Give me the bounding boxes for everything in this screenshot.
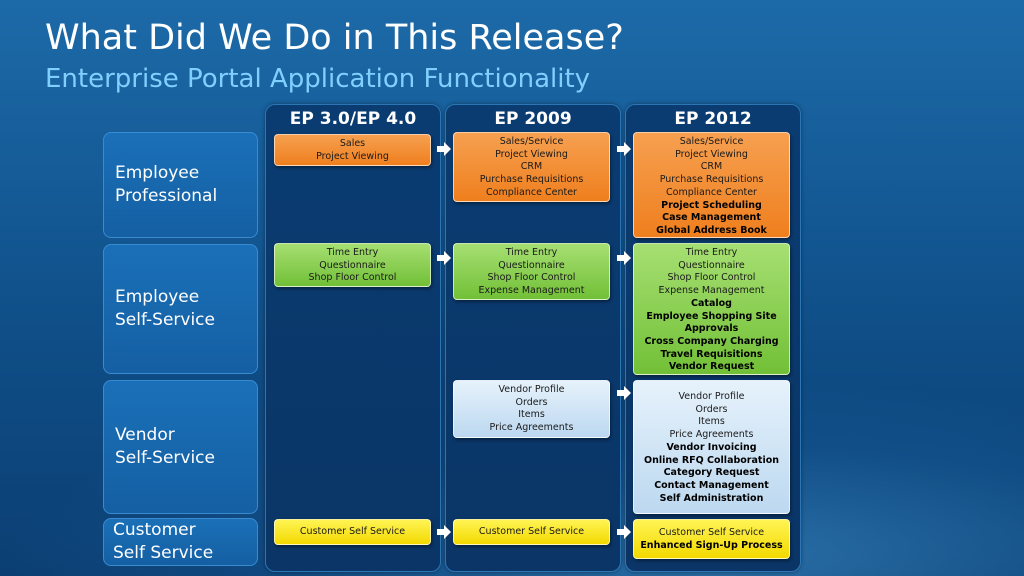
- new-feature-item: Case Management: [662, 212, 761, 224]
- feature-item: Project Viewing: [316, 150, 389, 162]
- feature-item: Shop Floor Control: [667, 272, 756, 284]
- arrow-right-icon: [437, 142, 451, 156]
- arrow-right-icon: [617, 142, 631, 156]
- new-feature-item: Vendor Invoicing: [666, 441, 757, 453]
- feature-item: Customer Self Service: [658, 527, 765, 538]
- feature-item: Orders: [695, 403, 728, 415]
- feature-item: Questionnaire: [498, 259, 565, 271]
- row-label-line: Self Service: [113, 543, 214, 563]
- feature-item: Project Viewing: [495, 148, 568, 160]
- column-header-ep2009: EP 2009: [494, 109, 572, 129]
- feature-item: Orders: [515, 396, 548, 408]
- arrow-right-icon: [437, 251, 451, 265]
- cell-ep3-employee-self-service: Time Entry Questionnaire Shop Floor Cont…: [274, 243, 431, 287]
- new-feature-item: Vendor Request: [668, 361, 755, 373]
- row-label-line: Self-Service: [115, 310, 215, 330]
- feature-item: CRM: [700, 161, 723, 173]
- cell-ep2012-employee-professional: Sales/Service Project Viewing CRM Purcha…: [633, 132, 790, 238]
- feature-item: Questionnaire: [319, 259, 386, 271]
- row-label-line: Self-Service: [115, 448, 215, 468]
- arrow-right-icon: [437, 525, 451, 539]
- feature-item: Compliance Center: [486, 186, 577, 198]
- feature-item: Sales/Service: [499, 136, 564, 147]
- feature-item: Time Entry: [505, 247, 558, 258]
- cell-ep2009-employee-self-service: Time Entry Questionnaire Shop Floor Cont…: [453, 243, 610, 300]
- feature-item: CRM: [520, 161, 543, 173]
- cell-ep3-employee-professional: Sales Project Viewing: [274, 134, 431, 166]
- new-feature-item: Online RFQ Collaboration: [644, 454, 779, 466]
- new-feature-item: Contact Management: [654, 479, 769, 491]
- feature-item: Price Agreements: [669, 429, 754, 441]
- row-label-line: Professional: [115, 186, 218, 206]
- new-feature-item: Global Address Book: [656, 224, 767, 236]
- new-feature-item: Approvals: [684, 323, 739, 335]
- feature-item: Expense Management: [658, 285, 765, 297]
- column-ep3: EP 3.0/EP 4.0: [265, 104, 441, 572]
- feature-item: Price Agreements: [489, 422, 574, 434]
- feature-item: Sales: [339, 138, 366, 149]
- feature-item: Items: [518, 409, 545, 421]
- row-label-line: Customer: [113, 520, 196, 540]
- column-header-ep2012: EP 2012: [674, 109, 752, 129]
- feature-item: Customer Self Service: [478, 526, 585, 537]
- new-feature-item: Self Administration: [659, 492, 764, 504]
- feature-item: Sales/Service: [679, 136, 744, 147]
- slide-title: What Did We Do in This Release?: [45, 18, 624, 58]
- feature-item: Expense Management: [478, 285, 585, 297]
- cell-ep2009-employee-professional: Sales/Service Project Viewing CRM Purcha…: [453, 132, 610, 202]
- feature-item: Project Viewing: [675, 148, 748, 160]
- cell-ep2012-vendor-self-service: Vendor Profile Orders Items Price Agreem…: [633, 380, 790, 514]
- row-label-line: Vendor: [115, 425, 175, 445]
- row-label-line: Employee: [115, 163, 200, 183]
- new-feature-item: Travel Requisitions: [660, 348, 763, 360]
- feature-item: Vendor Profile: [498, 384, 565, 395]
- cell-ep2012-employee-self-service: Time Entry Questionnaire Shop Floor Cont…: [633, 243, 790, 375]
- feature-item: Shop Floor Control: [487, 272, 576, 284]
- feature-item: Purchase Requisitions: [479, 174, 584, 186]
- new-feature-item: Enhanced Sign-Up Process: [640, 539, 783, 551]
- new-feature-item: Category Request: [663, 467, 760, 479]
- feature-item: Items: [698, 416, 725, 428]
- cell-ep3-customer-self-service: Customer Self Service: [274, 519, 431, 545]
- feature-item: Shop Floor Control: [308, 272, 397, 284]
- feature-item: Customer Self Service: [299, 526, 406, 537]
- new-feature-item: Employee Shopping Site: [646, 310, 777, 322]
- feature-item: Time Entry: [326, 247, 379, 258]
- feature-item: Purchase Requisitions: [659, 174, 764, 186]
- row-label-line: Employee: [115, 287, 200, 307]
- cell-ep2012-customer-self-service: Customer Self Service Enhanced Sign-Up P…: [633, 519, 790, 559]
- new-feature-item: Catalog: [691, 297, 732, 309]
- arrow-right-icon: [617, 251, 631, 265]
- arrow-right-icon: [617, 386, 631, 400]
- new-feature-item: Project Scheduling: [661, 199, 762, 211]
- cell-ep2009-vendor-self-service: Vendor Profile Orders Items Price Agreem…: [453, 380, 610, 438]
- arrow-right-icon: [617, 525, 631, 539]
- new-feature-item: Cross Company Charging: [644, 335, 779, 347]
- cell-ep2009-customer-self-service: Customer Self Service: [453, 519, 610, 545]
- column-header-ep3: EP 3.0/EP 4.0: [289, 109, 417, 129]
- feature-item: Compliance Center: [666, 186, 757, 198]
- slide-subtitle: Enterprise Portal Application Functional…: [45, 64, 591, 94]
- feature-item: Vendor Profile: [678, 391, 745, 402]
- feature-item: Questionnaire: [678, 259, 745, 271]
- feature-item: Time Entry: [685, 247, 738, 258]
